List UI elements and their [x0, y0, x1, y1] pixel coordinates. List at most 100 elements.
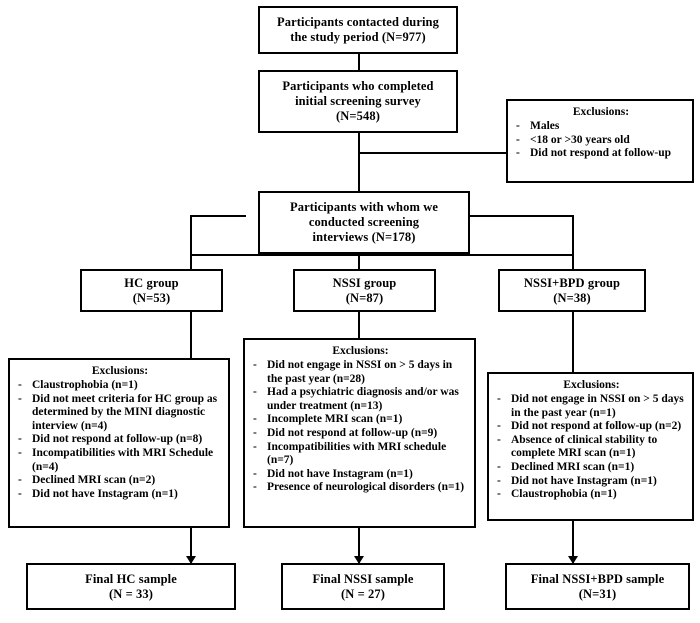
box-hc-group-line1: HC group	[124, 275, 179, 290]
bullet-dash: -	[497, 420, 501, 433]
list-item-text: Did not have Instagram (n=1)	[511, 474, 657, 487]
list-item: - Had a psychiatric diagnosis and/or was…	[253, 386, 468, 413]
bullet-dash: -	[18, 474, 22, 487]
bullet-dash: -	[18, 379, 22, 391]
list-item-text: Incompatibilities with MRI Schedule (n=4…	[32, 446, 214, 473]
box-survey-line3: (N=548)	[336, 109, 380, 123]
arrowhead-final-nssibpd	[568, 556, 578, 564]
box-hc-group-line2: (N=53)	[132, 290, 171, 305]
box-final-hc-line1: Final HC sample	[85, 571, 177, 586]
bullet-dash: -	[253, 386, 257, 399]
bullet-dash: -	[253, 481, 257, 494]
list-item-text: Did not have Instagram (n=1)	[32, 487, 178, 500]
list-item: - Did not engage in NSSI on > 5 days in …	[497, 393, 686, 420]
box-exclusions-survey-stage: Exclusions: - Males - <18 or >30 years o…	[506, 99, 694, 183]
list-item: - Did not have Instagram (n=1)	[253, 468, 468, 482]
connector-interviews-spread	[190, 254, 574, 256]
arrowhead-final-hc	[186, 556, 196, 564]
bullet-dash: -	[253, 467, 257, 480]
connector-survey-to-exclusions	[358, 152, 506, 154]
box-nssi-group-line1: NSSI group	[332, 275, 397, 290]
list-item: - <18 or >30 years old	[516, 134, 686, 148]
bullet-dash: -	[253, 426, 257, 439]
list-item: - Incompatibilities with MRI schedule (n…	[253, 441, 468, 468]
bullet-dash: -	[516, 147, 520, 160]
box-exclusions-hc-stage: Exclusions: - Claustrophobia (n=1) - Did…	[8, 358, 230, 528]
bullet-dash: -	[516, 120, 520, 132]
bullet-dash: -	[516, 133, 520, 146]
connector-interviews-center-drop	[358, 254, 360, 275]
exclusions-nssibpd-list: - Did not engage in NSSI on > 5 days in …	[497, 393, 686, 502]
list-item: - Declined MRI scan (n=1)	[497, 461, 686, 475]
list-item-text: <18 or >30 years old	[530, 133, 630, 146]
exclusions-nssi-heading: Exclusions:	[332, 345, 389, 357]
exclusions-nssi-list: - Did not engage in NSSI on > 5 days in …	[253, 359, 468, 495]
box-screening-survey: Participants who completed initial scree…	[258, 70, 458, 133]
list-item: - Did not respond at follow-up	[516, 147, 686, 161]
list-item: - Claustrophobia (n=1)	[497, 488, 686, 502]
exclusions-survey-heading: Exclusions:	[572, 106, 630, 118]
box-final-nssibpd-line1: Final NSSI+BPD sample	[530, 571, 665, 586]
box-screening-interviews: Participants with whom we conducted scre…	[258, 191, 470, 254]
connector-nssibpd-to-exclusions	[572, 312, 574, 372]
list-item-text: Did not respond at follow-up (n=9)	[267, 426, 438, 439]
connector-survey-trunk	[358, 133, 360, 191]
list-item: - Did not have Instagram (n=1)	[18, 488, 222, 502]
list-item-text: Did not engage in NSSI on > 5 days in th…	[511, 393, 684, 419]
list-item-text: Incomplete MRI scan (n=1)	[267, 413, 403, 426]
bullet-dash: -	[253, 413, 257, 426]
list-item: - Did not respond at follow-up (n=2)	[497, 420, 686, 434]
list-item-text: Did not engage in NSSI on > 5 days in th…	[267, 359, 453, 385]
box-participants-contacted: Participants contacted during the study …	[258, 6, 458, 54]
list-item: - Absence of clinical stability to compl…	[497, 434, 686, 461]
box-nssibpd-group-line2: (N=38)	[553, 290, 591, 305]
connector-hc-to-exclusions	[190, 312, 192, 358]
box-contacted-line1: Participants contacted during	[277, 15, 439, 29]
connector-nssi-to-exclusions	[358, 312, 360, 338]
bullet-dash: -	[18, 487, 22, 500]
list-item-text: Claustrophobia (n=1)	[511, 488, 617, 501]
bullet-dash: -	[253, 359, 257, 371]
box-nssibpd-group-line1: NSSI+BPD group	[523, 275, 621, 290]
connector-interviews-right-arm	[470, 215, 574, 217]
list-item: - Incompatibilities with MRI Schedule (n…	[18, 447, 222, 474]
box-hc-group: HC group (N=53)	[80, 269, 223, 312]
list-item-text: Did not respond at follow-up	[530, 147, 672, 160]
box-final-nssi-line2: (N = 27)	[340, 586, 386, 601]
box-interviews-line3: interviews (N=178)	[312, 230, 416, 244]
bullet-dash: -	[497, 460, 501, 473]
list-item-text: Males	[530, 120, 560, 132]
connector-nssi-exclusions-to-final	[358, 528, 360, 563]
connector-interviews-left-arm	[190, 215, 246, 217]
bullet-dash: -	[18, 392, 22, 405]
box-final-nssi-sample: Final NSSI sample (N = 27)	[281, 563, 445, 610]
box-exclusions-nssi-bpd-stage: Exclusions: - Did not engage in NSSI on …	[487, 372, 694, 521]
list-item-text: Claustrophobia (n=1)	[32, 379, 138, 391]
list-item-text: Absence of clinical stability to complet…	[511, 433, 658, 460]
bullet-dash: -	[18, 446, 22, 459]
exclusions-hc-list: - Claustrophobia (n=1) - Did not meet cr…	[18, 379, 222, 501]
list-item-text: Did not respond at follow-up (n=2)	[511, 420, 682, 433]
box-final-nssi-line1: Final NSSI sample	[312, 571, 414, 586]
exclusions-nssibpd-heading: Exclusions:	[563, 379, 620, 391]
list-item-text: Declined MRI scan (n=2)	[32, 474, 156, 487]
list-item-text: Did not respond at follow-up (n=8)	[32, 433, 203, 446]
bullet-dash: -	[497, 488, 501, 501]
bullet-dash: -	[497, 393, 501, 405]
bullet-dash: -	[497, 474, 501, 487]
list-item: - Did not respond at follow-up (n=8)	[18, 433, 222, 447]
bullet-dash: -	[497, 433, 501, 446]
connector-interviews-left-drop	[190, 215, 192, 275]
list-item: - Claustrophobia (n=1)	[18, 379, 222, 393]
bullet-dash: -	[253, 440, 257, 453]
list-item-text: Incompatibilities with MRI schedule (n=7…	[267, 440, 447, 467]
list-item-text: Had a psychiatric diagnosis and/or was u…	[267, 386, 459, 412]
list-item: - Declined MRI scan (n=2)	[18, 474, 222, 488]
list-item-text: Presence of neurological disorders (n=1)	[267, 481, 465, 494]
exclusions-hc-heading: Exclusions:	[91, 365, 149, 377]
list-item-text: Did not meet criteria for HC group as de…	[32, 392, 218, 432]
exclusions-survey-list: - Males - <18 or >30 years old - Did not…	[516, 120, 686, 161]
connector-nssibpd-exclusions-to-final	[572, 521, 574, 563]
box-nssi-group: NSSI group (N=87)	[293, 269, 436, 312]
